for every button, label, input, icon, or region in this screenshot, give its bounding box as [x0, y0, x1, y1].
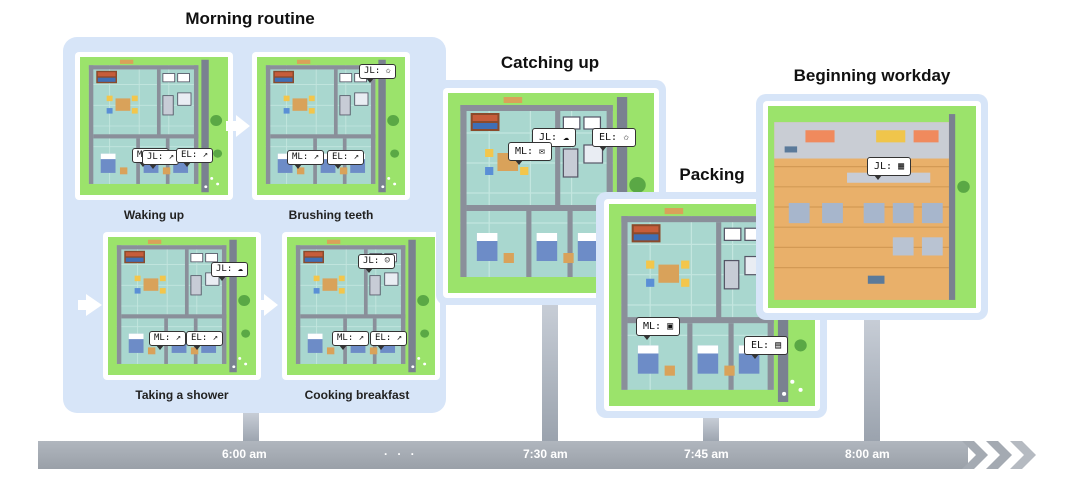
taking-shower-scene	[108, 237, 256, 375]
caption-taking-shower: Taking a shower	[135, 388, 229, 402]
stem-745am	[703, 418, 719, 443]
caption-cooking-breakfast: Cooking breakfast	[304, 388, 410, 402]
bubble-waking-jl: JL: ↗	[142, 150, 180, 169]
stem-730am	[542, 305, 558, 443]
bubble-cooking-ml: ML: ↗	[332, 331, 370, 350]
beginning-workday-title: Beginning workday	[793, 66, 951, 85]
caption-waking-up: Waking up	[123, 208, 185, 222]
bubble-shower-el: EL: ↗	[186, 331, 224, 350]
arrow-stem	[78, 300, 88, 310]
timeline-label-730am: 7:30 am	[523, 447, 568, 461]
packing-title: Packing	[679, 165, 745, 184]
morning-routine-title: Morning routine	[185, 9, 315, 28]
arrow-stem	[226, 121, 236, 131]
timeline-label-745am: 7:45 am	[684, 447, 729, 461]
timeline-label-6am: 6:00 am	[222, 447, 267, 461]
workday-scene	[768, 106, 976, 308]
workday-frame	[763, 101, 981, 313]
bubble-waking-el: EL: ↗	[176, 148, 214, 167]
arrow-right-icon	[236, 115, 250, 137]
timeline-arrow-icon	[962, 441, 1036, 469]
bubble-catching-ml: ML: ✉	[508, 142, 553, 165]
bubble-brushing-el: EL: ↗	[327, 150, 365, 169]
cooking-breakfast-frame	[282, 232, 440, 380]
bubble-packing-ml: ML: ▣	[636, 317, 681, 340]
bubble-packing-el: EL: ▤	[744, 336, 789, 359]
bubble-brushing-ml: ML: ↗	[287, 150, 325, 169]
bubble-catching-el: EL: ✩	[592, 128, 637, 151]
waking-up-scene	[80, 57, 228, 195]
stem-6am	[243, 413, 259, 443]
taking-shower-frame	[103, 232, 261, 380]
waking-up-frame	[75, 52, 233, 200]
timeline-bar	[38, 441, 968, 469]
arrow-right-icon	[264, 294, 278, 316]
bubble-brushing-jl: JL: ✩	[359, 64, 397, 83]
arrow-stem	[256, 300, 266, 310]
stem-800am	[864, 320, 880, 443]
bubble-cooking-jl: JL: ☺	[358, 254, 396, 273]
bubble-shower-ml: ML: ↗	[149, 331, 187, 350]
bubble-cooking-el: EL: ↗	[370, 331, 408, 350]
bubble-workday-jl: JL: ▦	[867, 157, 912, 180]
bubble-shower-jl: JL: ☁	[211, 262, 249, 281]
catching-up-title: Catching up	[500, 53, 600, 72]
arrow-right-icon	[86, 294, 102, 316]
timeline-label-800am: 8:00 am	[845, 447, 890, 461]
timeline-ellipsis: · · ·	[384, 447, 418, 461]
caption-brushing-teeth: Brushing teeth	[288, 208, 374, 222]
